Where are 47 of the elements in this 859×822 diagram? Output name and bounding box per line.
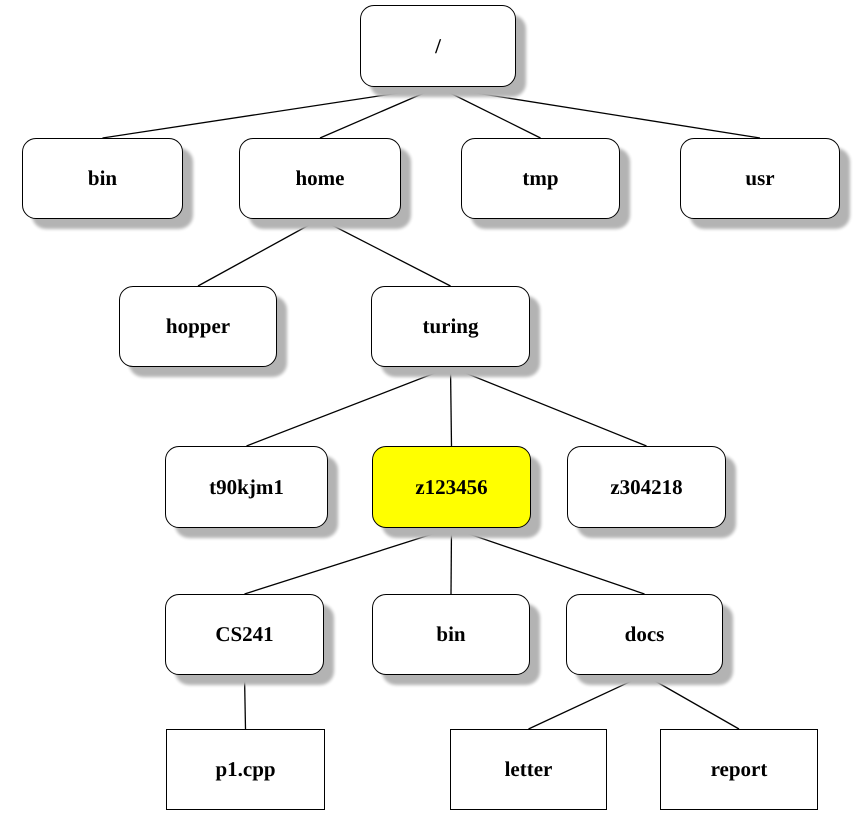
folder-box — [461, 138, 620, 219]
node-label: t90kjm1 — [209, 474, 284, 500]
connector-line — [198, 218, 320, 287]
connector-line — [244, 527, 452, 595]
folder-box — [360, 5, 516, 87]
folder-box — [165, 446, 328, 528]
node-label: usr — [745, 166, 775, 191]
node-label: docs — [624, 622, 664, 647]
folder-box — [566, 594, 723, 675]
folder-box — [567, 446, 726, 528]
connector-line — [450, 367, 452, 446]
file-box — [166, 729, 325, 810]
folder-box — [165, 594, 324, 675]
connector-line — [438, 86, 541, 139]
connector-line — [320, 86, 438, 139]
connector-line — [244, 674, 246, 730]
highlighted-folder-box — [372, 446, 531, 528]
file-box — [450, 729, 607, 810]
node-label: p1.cpp — [215, 757, 276, 782]
folder-box — [119, 286, 277, 367]
folder-box — [372, 594, 530, 675]
node-label: report — [710, 757, 768, 782]
connector-line — [450, 528, 452, 594]
folder-box — [680, 138, 840, 219]
connector-line — [528, 674, 645, 730]
node-label: tmp — [522, 166, 559, 191]
connector-line — [451, 527, 645, 595]
node-label: z304218 — [610, 474, 683, 500]
node-label: bin — [436, 622, 466, 647]
node-label: turing — [422, 314, 478, 339]
node-label: letter — [504, 757, 552, 782]
file-box — [660, 729, 818, 810]
connector-line — [320, 218, 451, 287]
folder-box — [22, 138, 183, 219]
folder-box — [239, 138, 401, 219]
connector-line — [438, 86, 760, 139]
folder-box — [371, 286, 530, 367]
node-label: home — [296, 166, 344, 191]
node-label: / — [435, 34, 441, 58]
connector-line — [644, 674, 740, 730]
connector-line — [246, 366, 451, 447]
node-label: z123456 — [415, 474, 488, 500]
connector-line — [102, 86, 438, 139]
node-label: CS241 — [215, 622, 274, 647]
connector-line — [450, 366, 647, 447]
node-label: hopper — [166, 314, 230, 339]
node-label: bin — [88, 166, 118, 191]
